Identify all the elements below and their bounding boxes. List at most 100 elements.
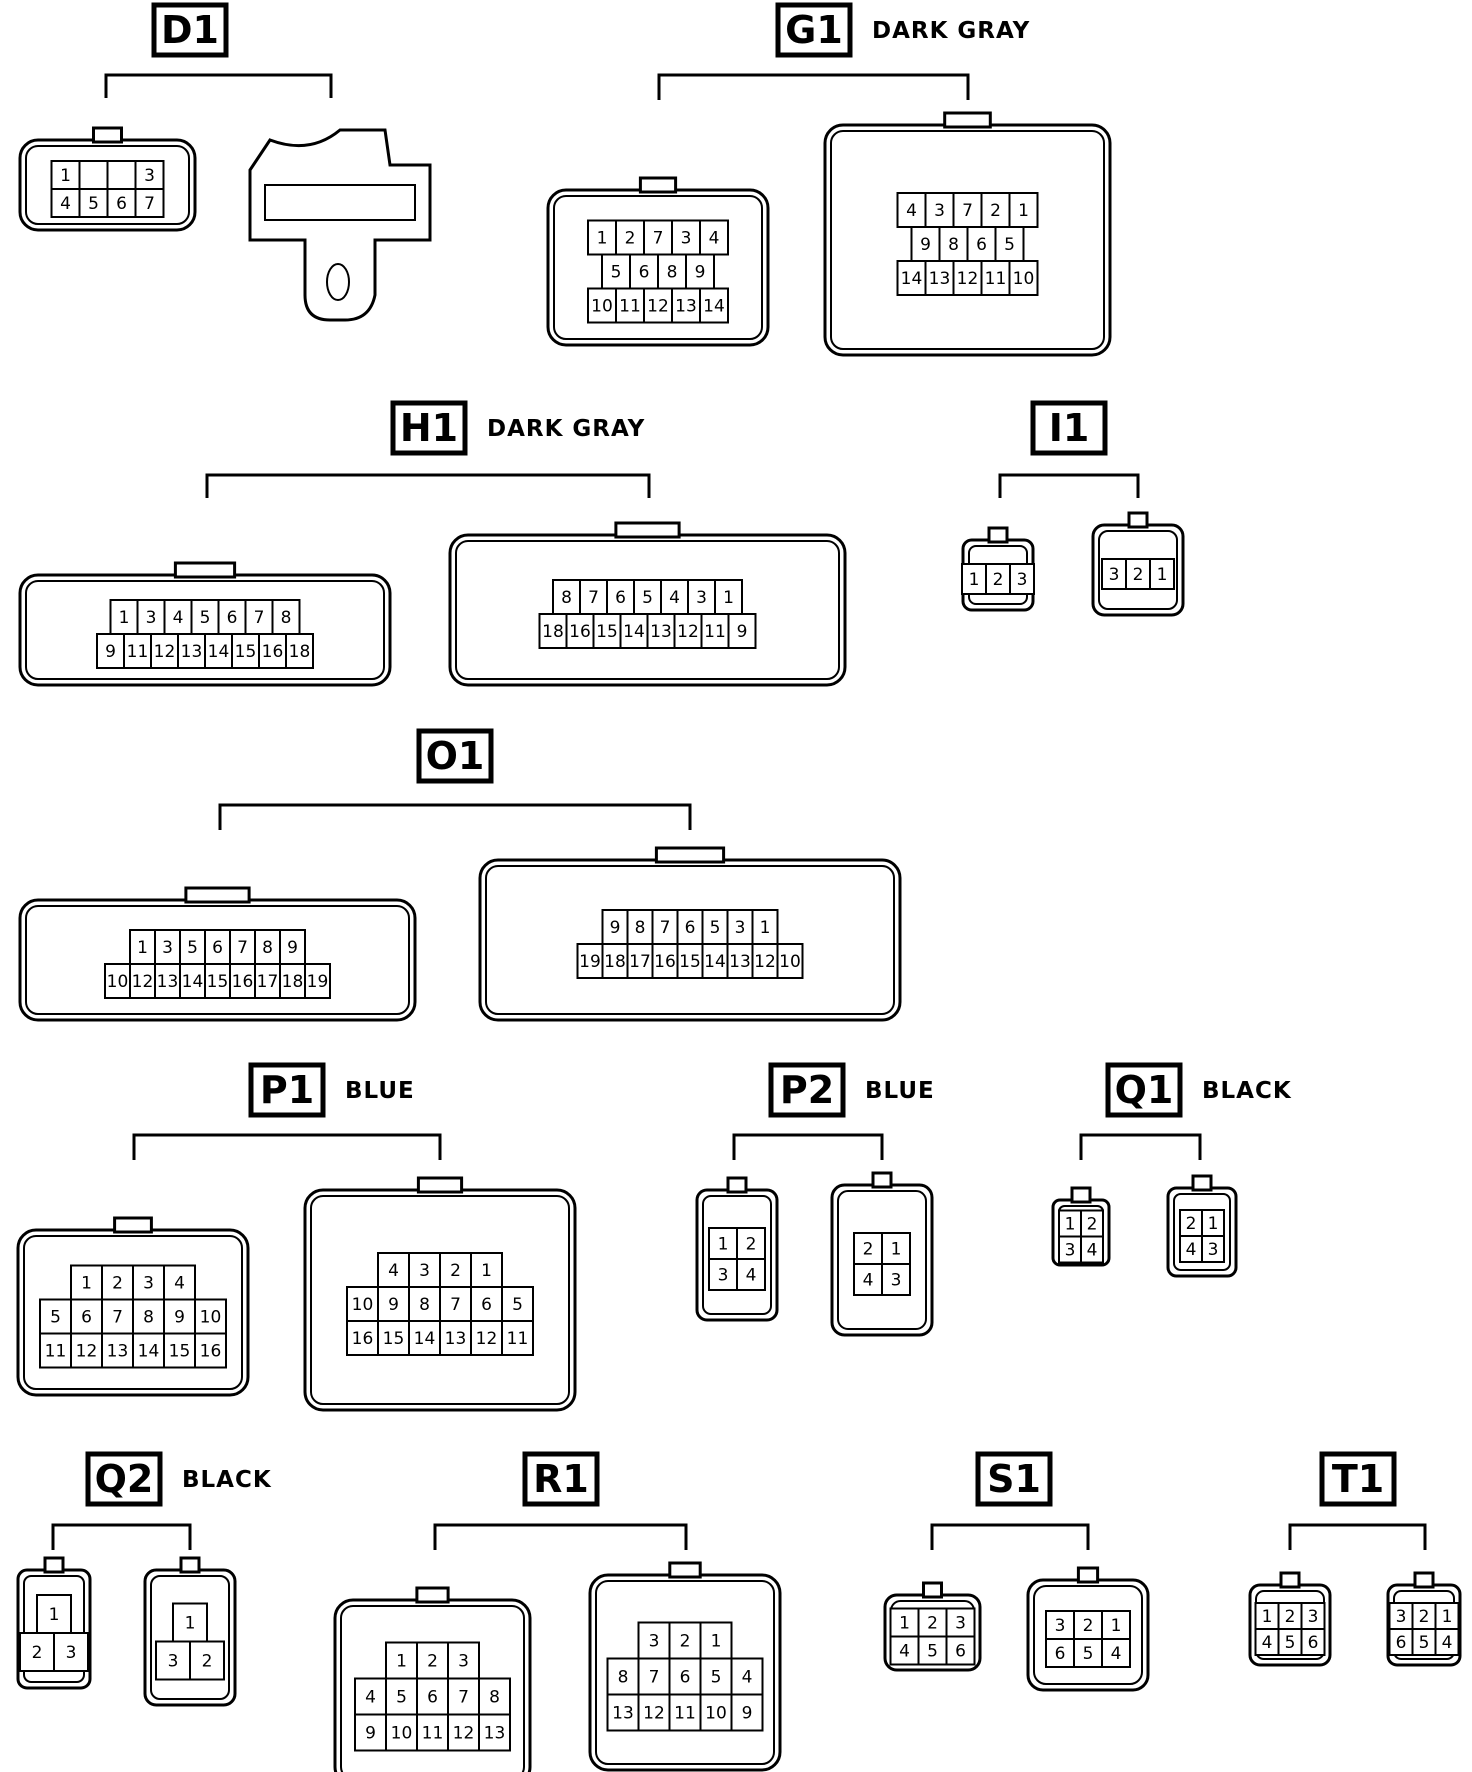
pin-cell: [619, 613, 649, 649]
pin-number: 7: [458, 1688, 469, 1708]
pin-cell: [106, 160, 137, 190]
connector-code: R1: [533, 1457, 589, 1501]
pin-number: 1: [1157, 565, 1168, 585]
pin-number: 10: [1013, 269, 1035, 289]
pin-cell: [629, 253, 659, 290]
pin-cell: [194, 1332, 227, 1369]
lock-tab: [1070, 1186, 1092, 1204]
pin-cell: [447, 1713, 480, 1752]
pin-number: 2: [1133, 565, 1144, 585]
pin-number: 2: [1083, 1616, 1094, 1636]
pin-number: 15: [383, 1329, 405, 1349]
pin-cell: [587, 287, 617, 324]
pin-number: 10: [107, 972, 129, 992]
connector-color-label: DARK GRAY: [487, 416, 645, 442]
pin-cell: [1073, 1638, 1103, 1668]
pin-number: 6: [615, 588, 626, 608]
view-bracket: [1288, 1523, 1427, 1550]
pin-number: 10: [200, 1308, 222, 1328]
lock-tab: [871, 1171, 893, 1189]
pin-number: 14: [138, 1342, 160, 1362]
pin-cell: [853, 1232, 883, 1265]
pin-number: 15: [596, 622, 618, 642]
pin-number: 12: [154, 642, 176, 662]
pin-number: 3: [955, 1614, 966, 1634]
pin-number: 1: [137, 938, 148, 958]
pin-cell: [615, 287, 645, 324]
pin-number: 12: [754, 952, 776, 972]
connector-color-label: BLACK: [1202, 1078, 1292, 1104]
pin-cell: [708, 1227, 738, 1260]
lock-tab: [173, 561, 237, 579]
pin-number: 11: [127, 642, 149, 662]
pin-number: 8: [948, 235, 959, 255]
pin-cell: [924, 260, 955, 296]
pin-cell: [134, 160, 165, 190]
pin-number: 3: [718, 1266, 729, 1286]
pin-number: 3: [696, 588, 707, 608]
pin-cell: [1300, 1628, 1326, 1656]
pin-cell: [730, 1693, 764, 1732]
connector-label-box: [1105, 1062, 1183, 1118]
pin-cell: [385, 1677, 418, 1716]
pin-cell: [668, 1693, 702, 1732]
housing-inner-wall: [830, 130, 1105, 350]
pin-number: 14: [703, 297, 725, 317]
pin-number: 1: [1442, 1607, 1453, 1627]
pin-number: 9: [610, 918, 621, 938]
pin-number: 5: [1285, 1633, 1296, 1653]
pin-number: 4: [388, 1261, 399, 1281]
pin-number: 1: [81, 1274, 92, 1294]
pin-number: 3: [649, 1632, 660, 1652]
pin-cell: [701, 943, 729, 979]
pin-cell: [1434, 1628, 1460, 1656]
pin-number: 9: [742, 1704, 753, 1724]
view-bracket: [205, 473, 651, 498]
pin-number: 8: [561, 588, 572, 608]
pin-number: 1: [1208, 1214, 1219, 1234]
pin-number: 15: [235, 642, 257, 662]
pin-number: 1: [760, 918, 771, 938]
pin-number: 9: [920, 235, 931, 255]
housing-inner-wall: [1098, 530, 1178, 610]
pin-cell: [408, 1320, 441, 1356]
lock-tab: [1127, 511, 1149, 529]
pin-number: 1: [1065, 1215, 1076, 1235]
pin-cell: [1101, 1638, 1131, 1668]
pin-number: 6: [116, 194, 127, 214]
pin-number: 5: [1419, 1633, 1430, 1653]
pin-number: 12: [647, 297, 669, 317]
pin-number: 2: [680, 1632, 691, 1652]
pin-cell: [538, 613, 568, 649]
pin-cell: [660, 579, 689, 615]
pin-number: 3: [1208, 1240, 1219, 1260]
connector-label-box: [248, 1062, 326, 1118]
pin-cell: [1080, 1235, 1104, 1264]
pin-number: 13: [445, 1329, 467, 1349]
pin-number: 9: [105, 642, 116, 662]
pin-cell: [129, 929, 156, 965]
pin-cell: [470, 1252, 503, 1288]
connector-code: O1: [426, 734, 485, 778]
pin-number: 6: [955, 1642, 966, 1662]
pin-number: 15: [679, 952, 701, 972]
pin-number: 19: [307, 972, 329, 992]
connector-code: P1: [260, 1068, 314, 1112]
pin-number: 4: [60, 194, 71, 214]
connector-label-box: [416, 728, 494, 784]
pin-number: 2: [625, 229, 636, 249]
lock-tab: [943, 111, 992, 129]
pin-cell: [730, 1657, 764, 1696]
pin-cell: [945, 1635, 976, 1666]
pin-number: 13: [612, 1704, 634, 1724]
pin-number: 14: [414, 1329, 436, 1349]
lock-tab: [113, 1216, 153, 1234]
pin-number: 13: [157, 972, 179, 992]
connector-code: Q2: [95, 1457, 154, 1501]
pin-number: 16: [569, 622, 591, 642]
pin-number: 4: [742, 1668, 753, 1688]
